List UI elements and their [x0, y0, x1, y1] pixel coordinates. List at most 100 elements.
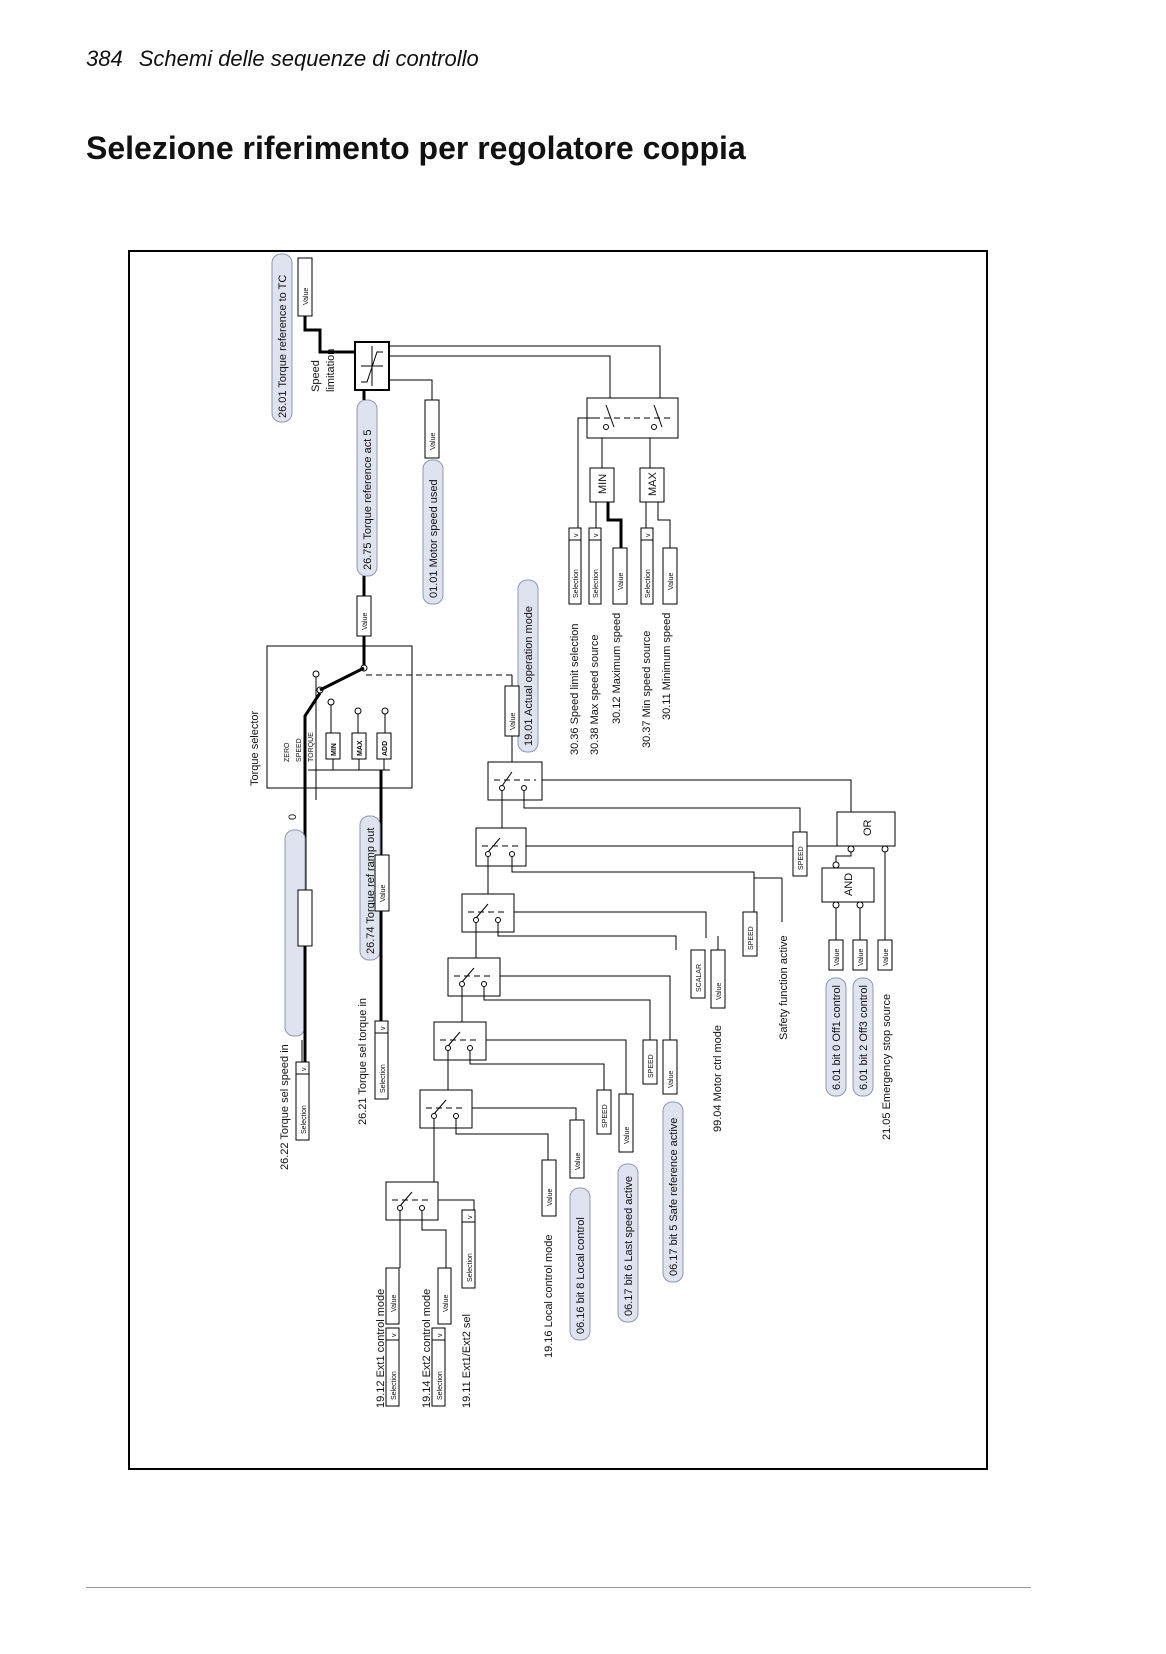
- svg-text:Value: Value: [716, 983, 723, 1000]
- svg-text:Selection: Selection: [467, 1253, 474, 1282]
- torque-ref-act5-field: Value: [362, 613, 369, 630]
- speed-limitation-block: Speed limitation: [310, 341, 390, 392]
- torque-sel-speed-in: Selection v 26.22 Torque sel speed in: [279, 1044, 310, 1170]
- torque-sel-speed-in-label: 26.22 Torque sel speed in: [279, 1044, 291, 1170]
- ext2-control-mode: Selection v Value 19.14 Ext2 control mod…: [421, 1267, 452, 1408]
- maximum-speed: Value 30.12 Maximum speed: [611, 547, 628, 724]
- motor-ctrl-mode: Value 99.04 Motor ctrl mode: [710, 949, 726, 1132]
- footer-rule: [86, 1587, 1031, 1588]
- speed-limit-switch: [586, 397, 679, 439]
- svg-text:Value: Value: [624, 1127, 631, 1144]
- actual-operation-mode-label: 19.01 Actual operation mode: [523, 606, 535, 746]
- max-block: MAX: [639, 467, 665, 503]
- diagram-frame: [128, 250, 988, 1470]
- svg-text:Value: Value: [668, 573, 675, 590]
- svg-text:v: v: [380, 1026, 387, 1030]
- svg-text:SPEED: SPEED: [748, 926, 755, 950]
- local-control-mode-label: 19.16 Local control mode: [543, 1234, 555, 1358]
- svg-text:SPEED: SPEED: [296, 738, 303, 762]
- svg-text:v: v: [467, 1215, 474, 1219]
- svg-text:SPEED: SPEED: [602, 1104, 609, 1128]
- speed-const-4: SPEED: [792, 831, 808, 877]
- speed-limit-selection: Selection v 30.36 Speed limit selection: [568, 527, 582, 755]
- svg-text:Selection: Selection: [645, 569, 652, 598]
- svg-text:Selection: Selection: [391, 1371, 398, 1400]
- max-speed-source: Selection v 30.38 Max speed source: [588, 527, 602, 755]
- torq-ref-ramp-out: 26.74 Torque ref ramp out Value: [359, 815, 390, 961]
- torque-selector-title: Torque selector: [249, 710, 261, 786]
- mode-switch-6: [419, 1089, 473, 1129]
- max-speed-source-label: 30.38 Max speed source: [589, 635, 601, 755]
- svg-text:SCALAR: SCALAR: [696, 964, 703, 992]
- safe-reference-active: 06.17 bit 5 Safe reference active Value: [662, 1039, 684, 1283]
- svg-text:Value: Value: [834, 949, 841, 966]
- svg-text:Selection: Selection: [437, 1371, 444, 1400]
- svg-text:Selection: Selection: [380, 1064, 387, 1093]
- section-title: Schemi delle sequenze di controllo: [138, 46, 479, 71]
- torq-ref-ramp-out-label: 26.74 Torque ref ramp out: [365, 828, 377, 954]
- svg-text:MIN: MIN: [331, 743, 338, 756]
- page-number: 384: [86, 46, 123, 71]
- ext2-control-mode-label: 19.14 Ext2 control mode: [421, 1289, 433, 1408]
- motor-speed-used-field: Value: [430, 433, 437, 450]
- ext1-control-mode: Selection v Value 19.12 Ext1 control mod…: [375, 1267, 400, 1408]
- torque-ref-act5-label: 26.75 Torque reference act 5: [362, 430, 374, 570]
- off1-control-label: 6.01 bit 0 Off1 control: [831, 985, 843, 1090]
- mode-switch-1: [487, 761, 543, 801]
- speed-const-3: SPEED: [742, 911, 758, 957]
- ext-switch: [385, 1181, 439, 1221]
- torq-reference-speed-control: [284, 829, 313, 1037]
- zero-value: 0: [287, 814, 299, 820]
- svg-text:ADD: ADD: [382, 741, 389, 756]
- mode-switch-2: [475, 827, 527, 867]
- torque-sel-torque-in-label: 26.21 Torque sel torque in: [357, 998, 369, 1125]
- svg-text:AND: AND: [843, 873, 855, 896]
- motor-speed-used: 01.01 Motor speed used Value: [422, 399, 444, 605]
- last-speed-active: 06.17 bit 6 Last speed active Value: [617, 1093, 639, 1323]
- torque-ref-act5: 26.75 Torque reference act 5 Value: [356, 399, 378, 637]
- ext1-ext2-sel-label: 19.11 Ext1/Ext2 sel: [461, 1314, 473, 1408]
- speed-limit-selection-label: 30.36 Speed limit selection: [569, 624, 581, 755]
- min-speed-source: Selection v 30.37 Min speed source: [640, 527, 654, 748]
- svg-text:Value: Value: [618, 573, 625, 590]
- speed-const-1: SPEED: [596, 1089, 612, 1135]
- scalar-const: SCALAR: [690, 949, 706, 999]
- and-gate: AND: [821, 861, 875, 909]
- svg-text:Value: Value: [510, 713, 517, 730]
- speed-limitation-label-2: limitation: [325, 349, 337, 392]
- maximum-speed-label: 30.12 Maximum speed: [611, 613, 623, 724]
- svg-text:MIN: MIN: [597, 474, 609, 494]
- mode-switch-5: [433, 1021, 487, 1061]
- motor-ctrl-mode-label: 99.04 Motor ctrl mode: [712, 1025, 724, 1132]
- torque-ref-to-tc-label: 26.01 Torque reference to TC: [277, 275, 289, 418]
- svg-text:Value: Value: [391, 1295, 398, 1312]
- svg-text:Selection: Selection: [593, 569, 600, 598]
- off1-control: 6.01 bit 0 Off1 control Value: [825, 939, 847, 1097]
- page-header: 384 Schemi delle sequenze di controllo: [86, 46, 479, 72]
- local-control-bit: 06.16 bit 8 Local control Value: [569, 1119, 591, 1341]
- ext1-ext2-sel: Selection v 19.11 Ext1/Ext2 sel: [461, 1209, 476, 1408]
- speed-const-2: SPEED: [642, 1039, 658, 1085]
- safe-reference-active-label: 06.17 bit 5 Safe reference active: [668, 1118, 680, 1276]
- local-control-mode: Value 19.16 Local control mode: [541, 1159, 557, 1358]
- off3-control-label: 6.01 bit 2 Off3 control: [858, 985, 870, 1090]
- svg-text:v: v: [301, 1067, 308, 1071]
- svg-text:MAX: MAX: [357, 740, 364, 756]
- or-gate: OR: [836, 811, 896, 853]
- motor-speed-used-label: 01.01 Motor speed used: [428, 479, 440, 598]
- svg-text:Value: Value: [380, 885, 387, 902]
- svg-text:OR: OR: [862, 819, 874, 836]
- minimum-speed-label: 30.11 Minimum speed: [661, 613, 673, 720]
- actual-operation-mode: 19.01 Actual operation mode Value: [504, 579, 539, 753]
- torque-ref-to-tc-field: Value: [303, 288, 310, 305]
- svg-text:v: v: [573, 533, 580, 537]
- svg-text:MAX: MAX: [647, 472, 659, 497]
- svg-text:v: v: [645, 533, 652, 537]
- speed-limitation-label-1: Speed: [310, 360, 322, 392]
- safety-function-active-label: Safety function active: [778, 935, 790, 1040]
- svg-text:TORQUE: TORQUE: [308, 732, 315, 762]
- svg-text:Selection: Selection: [301, 1105, 308, 1134]
- minimum-speed: Value 30.11 Minimum speed: [661, 547, 678, 720]
- svg-text:Value: Value: [547, 1189, 554, 1206]
